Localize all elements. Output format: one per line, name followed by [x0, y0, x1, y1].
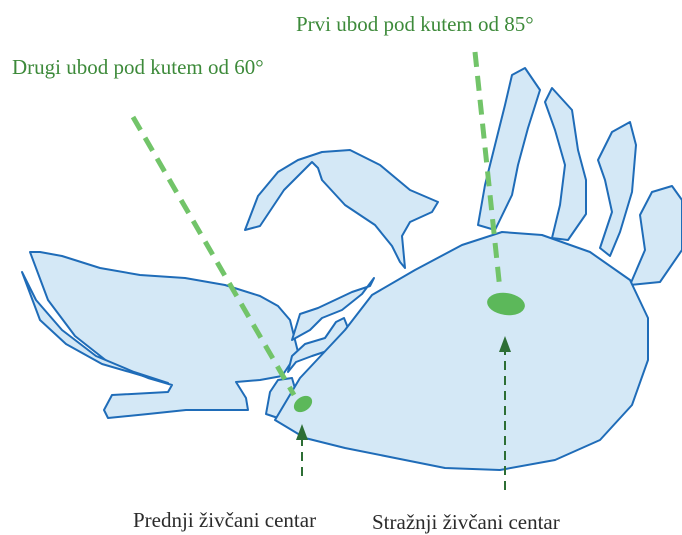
first-stab-label: Prvi ubod pod kutem od 85°: [296, 12, 534, 36]
right-leg-4: [630, 186, 682, 285]
right-leg-3: [598, 122, 636, 256]
crab-illustration: [22, 68, 682, 470]
right-leg-2: [545, 88, 586, 240]
rear-center-label: Stražnji živčani centar: [372, 510, 560, 534]
carapace: [275, 232, 648, 470]
left-leg-upper: [245, 150, 438, 268]
second-stab-label: Drugi ubod pod kutem od 60°: [12, 55, 264, 79]
front-center-label: Prednji živčani centar: [133, 508, 316, 532]
